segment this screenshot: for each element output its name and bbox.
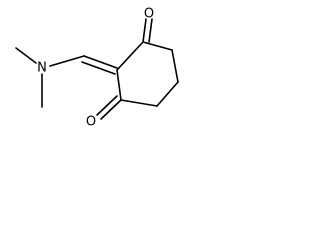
bond-ring-c6-c5 bbox=[171, 49, 179, 83]
bond-ring-c3-c2 bbox=[116, 69, 122, 101]
bond-exocyclic-double-2 bbox=[81, 61, 116, 75]
bond-ring-c1-c6 bbox=[142, 41, 173, 51]
molecule-diagram: N O O bbox=[15, 7, 179, 130]
bond-bottom-carbonyl-2 bbox=[96, 95, 118, 116]
oxygen-bottom-label: O bbox=[86, 115, 96, 130]
bond-exocyclic-double-1 bbox=[83, 55, 118, 69]
oxygen-top-label: O bbox=[144, 7, 154, 22]
nitrogen-atom-label: N bbox=[37, 61, 47, 76]
bond-top-carbonyl-1 bbox=[142, 18, 147, 43]
bond-top-carbonyl-2 bbox=[148, 18, 153, 43]
bond-n-ch bbox=[49, 55, 85, 67]
bond-bottom-carbonyl-1 bbox=[100, 99, 122, 120]
molecule-structure-canvas: N O O bbox=[0, 0, 182, 138]
bond-n-methyl-top bbox=[15, 47, 37, 64]
bond-ring-c4-c3 bbox=[120, 99, 158, 107]
bond-ring-c5-c4 bbox=[156, 81, 179, 107]
bond-ring-c2-c1 bbox=[116, 41, 144, 71]
